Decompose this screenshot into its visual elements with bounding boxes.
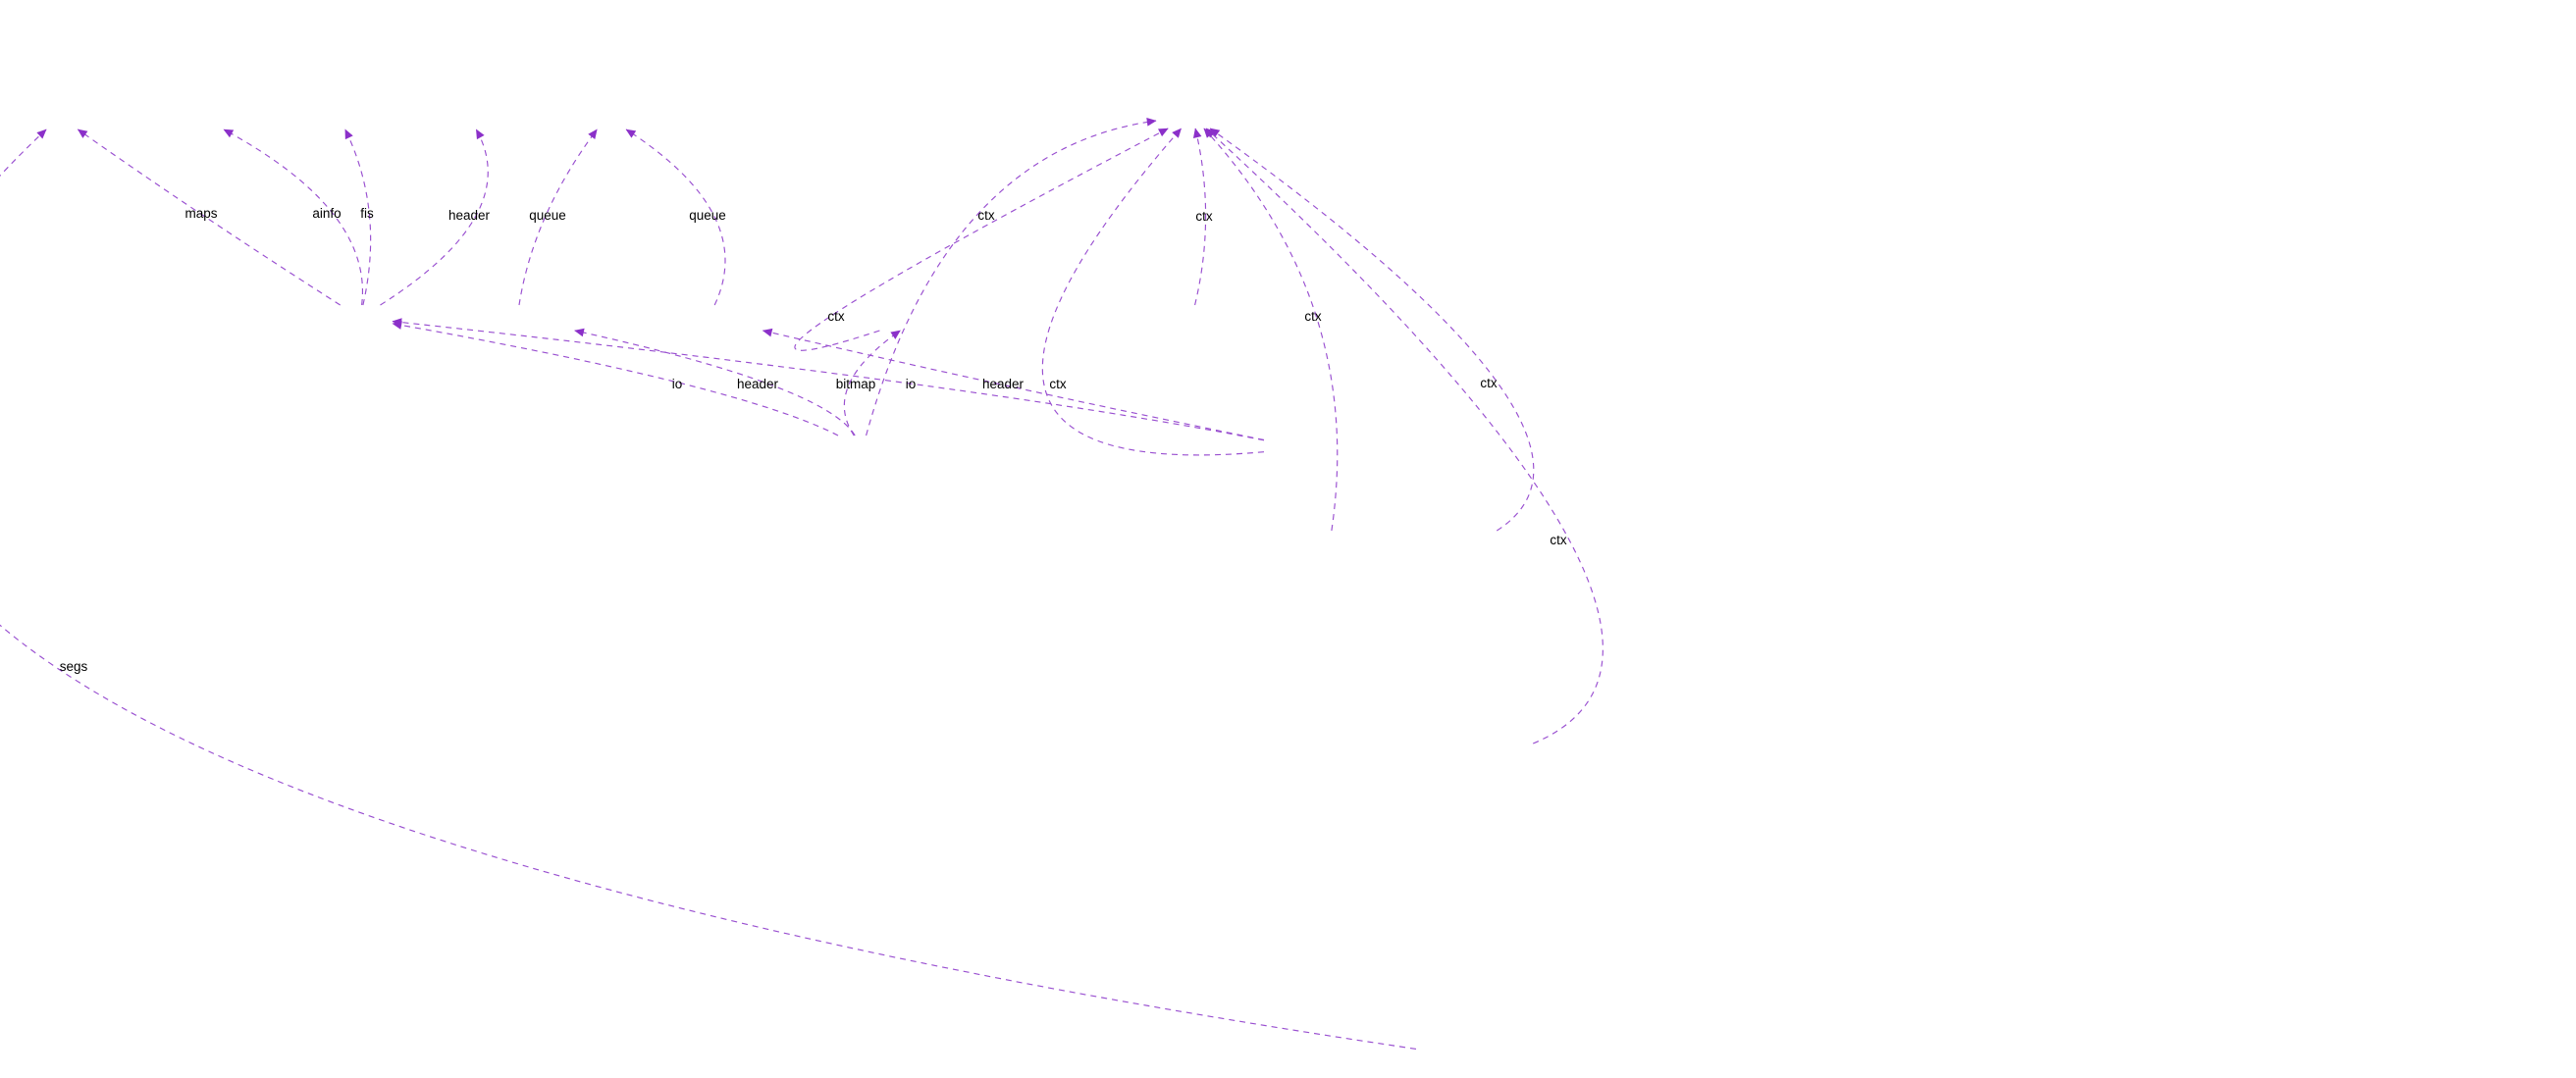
edge-_grn_array-_grn_tiny_bitmap bbox=[843, 330, 901, 436]
edge-_grn_array-grn_array_header bbox=[574, 328, 856, 436]
edge-_grn_array-_grn_ctx bbox=[866, 118, 1157, 436]
edge-_grn_io-_grn_io_fileinfo bbox=[344, 128, 372, 306]
edge-_grn_hash-_grn_io bbox=[392, 318, 1265, 441]
edge-_grn_io-grn_io_mapinfo bbox=[77, 128, 342, 306]
edge-_grn_com-_grn_ctx bbox=[1205, 128, 1603, 744]
edge-_grn_array-_grn_io bbox=[392, 321, 839, 436]
edge-_grn_ctx_impl-grn_io_mapinfo bbox=[0, 128, 1417, 1050]
edge-_grn_hash_cursor-_grn_ctx bbox=[1203, 128, 1339, 532]
edge-_grn_io-_grn_io_array_info bbox=[223, 128, 364, 306]
edge-_grn_tiny_bitmap-_grn_ctx bbox=[794, 128, 1169, 351]
edge-_grn_com_event-_grn_ctx bbox=[1209, 128, 1535, 532]
edge-_grn_tiny_array-_grn_ctx bbox=[1192, 128, 1207, 306]
edge-grn_array_header-_grn_table_queue bbox=[518, 128, 598, 306]
edge-grn_hash_header-_grn_table_queue bbox=[625, 128, 726, 306]
edge-_grn_hash-_grn_ctx bbox=[1041, 128, 1265, 456]
edge-_grn_hash-grn_hash_header bbox=[762, 328, 1265, 441]
edge-_grn_io-_grn_io_header bbox=[380, 128, 489, 306]
